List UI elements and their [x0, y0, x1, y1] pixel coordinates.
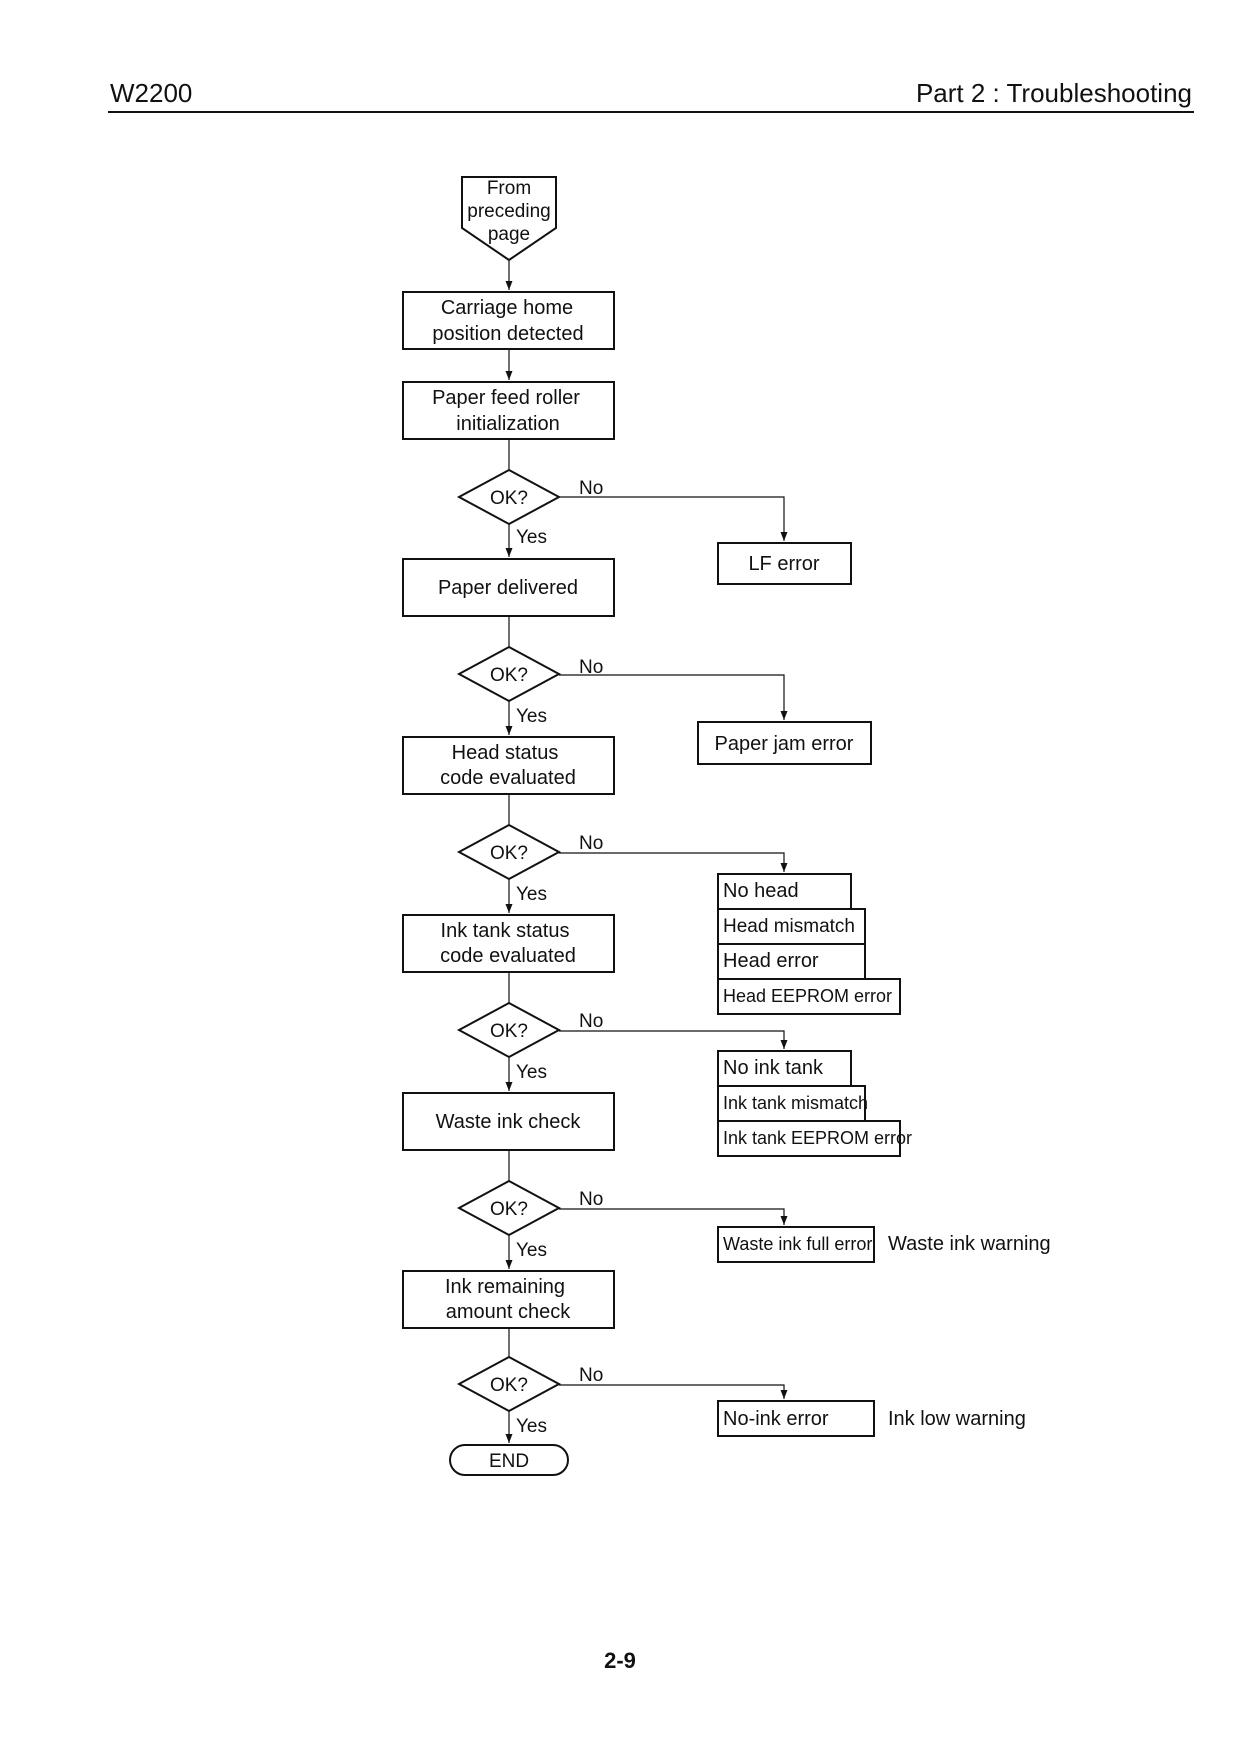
- page-number: 2-9: [604, 1648, 636, 1673]
- end-label: END: [489, 1451, 529, 1472]
- step-7-line-2: amount check: [446, 1301, 572, 1323]
- head-error-item: Head EEPROM error: [723, 986, 892, 1006]
- step-4-line-1: Head status: [452, 742, 559, 764]
- step-1-line-2: position detected: [432, 323, 583, 345]
- ink-tank-error-item: Ink tank mismatch: [723, 1093, 868, 1113]
- step-ink-tank-status: Ink tank status code evaluated: [402, 914, 615, 973]
- no-branch-arrow: [559, 674, 788, 720]
- decision-2-yes-label: Yes: [516, 706, 547, 727]
- start-line-1: From: [487, 178, 531, 199]
- no-ink-error-label: No-ink error: [723, 1408, 829, 1430]
- lf-error-label: LF error: [748, 553, 819, 575]
- decision-1: OK?: [456, 468, 562, 526]
- step-paper-feed-init: Paper feed roller initialization: [402, 381, 615, 440]
- decision-1-no-label: No: [579, 478, 603, 499]
- decision-5-no-label: No: [579, 1189, 603, 1210]
- decision-6-label: OK?: [490, 1375, 528, 1396]
- waste-ink-full-error-box: Waste ink full error: [717, 1226, 875, 1263]
- no-branch-arrow: [559, 852, 788, 872]
- start-line-3: page: [488, 224, 530, 245]
- ink-tank-error-item: Ink tank EEPROM error: [723, 1128, 912, 1148]
- no-branch-arrow: [559, 1030, 788, 1049]
- head-error-stack: No head Head mismatch Head error Head EE…: [717, 873, 901, 1015]
- decision-2: OK?: [456, 645, 562, 703]
- no-branch-arrow: [559, 1208, 788, 1225]
- waste-ink-warning-label: Waste ink warning: [888, 1233, 1051, 1255]
- step-head-status: Head status code evaluated: [402, 736, 615, 795]
- head-error-item: Head mismatch: [723, 916, 855, 937]
- waste-ink-full-error-label: Waste ink full error: [723, 1234, 872, 1254]
- step-2-line-2: initialization: [456, 413, 559, 435]
- document-model: W2200: [110, 78, 193, 108]
- decision-4-no-label: No: [579, 1011, 603, 1032]
- decision-3-label: OK?: [490, 843, 528, 864]
- step-1-line-1: Carriage home: [441, 297, 573, 319]
- step-6-line-1: Waste ink check: [436, 1111, 582, 1133]
- decision-3-no-label: No: [579, 833, 603, 854]
- step-waste-ink-check: Waste ink check: [402, 1092, 615, 1151]
- step-ink-remaining-check: Ink remaining amount check: [402, 1270, 615, 1329]
- lf-error-box: LF error: [717, 542, 852, 585]
- paper-jam-error-label: Paper jam error: [715, 733, 854, 755]
- decision-5-label: OK?: [490, 1199, 528, 1220]
- decision-5: OK?: [456, 1179, 562, 1237]
- decision-4-label: OK?: [490, 1021, 528, 1042]
- decision-1-yes-label: Yes: [516, 527, 547, 548]
- step-carriage-home: Carriage home position detected: [402, 291, 615, 350]
- decision-1-label: OK?: [490, 488, 528, 509]
- decision-3-yes-label: Yes: [516, 884, 547, 905]
- decision-4: OK?: [456, 1001, 562, 1059]
- no-branch-arrow: [559, 496, 788, 541]
- end-terminator: END: [449, 1444, 569, 1476]
- decision-6: OK?: [456, 1355, 562, 1413]
- decision-6-yes-label: Yes: [516, 1416, 547, 1437]
- start-line-2: preceding: [467, 201, 550, 222]
- no-ink-error-box: No-ink error: [717, 1400, 875, 1437]
- ink-tank-error-item: No ink tank: [723, 1057, 824, 1079]
- head-error-item: Head error: [723, 950, 819, 972]
- step-3-line-1: Paper delivered: [438, 577, 578, 599]
- decision-4-yes-label: Yes: [516, 1062, 547, 1083]
- no-branch-arrow: [559, 1384, 788, 1399]
- decision-6-no-label: No: [579, 1365, 603, 1386]
- decision-2-no-label: No: [579, 657, 603, 678]
- decision-2-label: OK?: [490, 665, 528, 686]
- step-4-line-2: code evaluated: [440, 767, 576, 789]
- paper-jam-error-box: Paper jam error: [697, 721, 872, 765]
- start-connector: From preceding page: [461, 176, 557, 262]
- section-title: Part 2 : Troubleshooting: [915, 78, 1192, 108]
- decision-3: OK?: [456, 823, 562, 881]
- step-paper-delivered: Paper delivered: [402, 558, 615, 617]
- ink-low-warning-label: Ink low warning: [888, 1408, 1026, 1430]
- step-5-line-2: code evaluated: [440, 945, 576, 967]
- header-rule: [108, 111, 1194, 113]
- step-5-line-1: Ink tank status: [441, 920, 570, 942]
- head-error-item: No head: [723, 880, 799, 902]
- step-7-line-1: Ink remaining: [445, 1276, 565, 1298]
- decision-5-yes-label: Yes: [516, 1240, 547, 1261]
- step-2-line-1: Paper feed roller: [432, 387, 580, 409]
- ink-tank-error-stack: No ink tank Ink tank mismatch Ink tank E…: [717, 1050, 912, 1157]
